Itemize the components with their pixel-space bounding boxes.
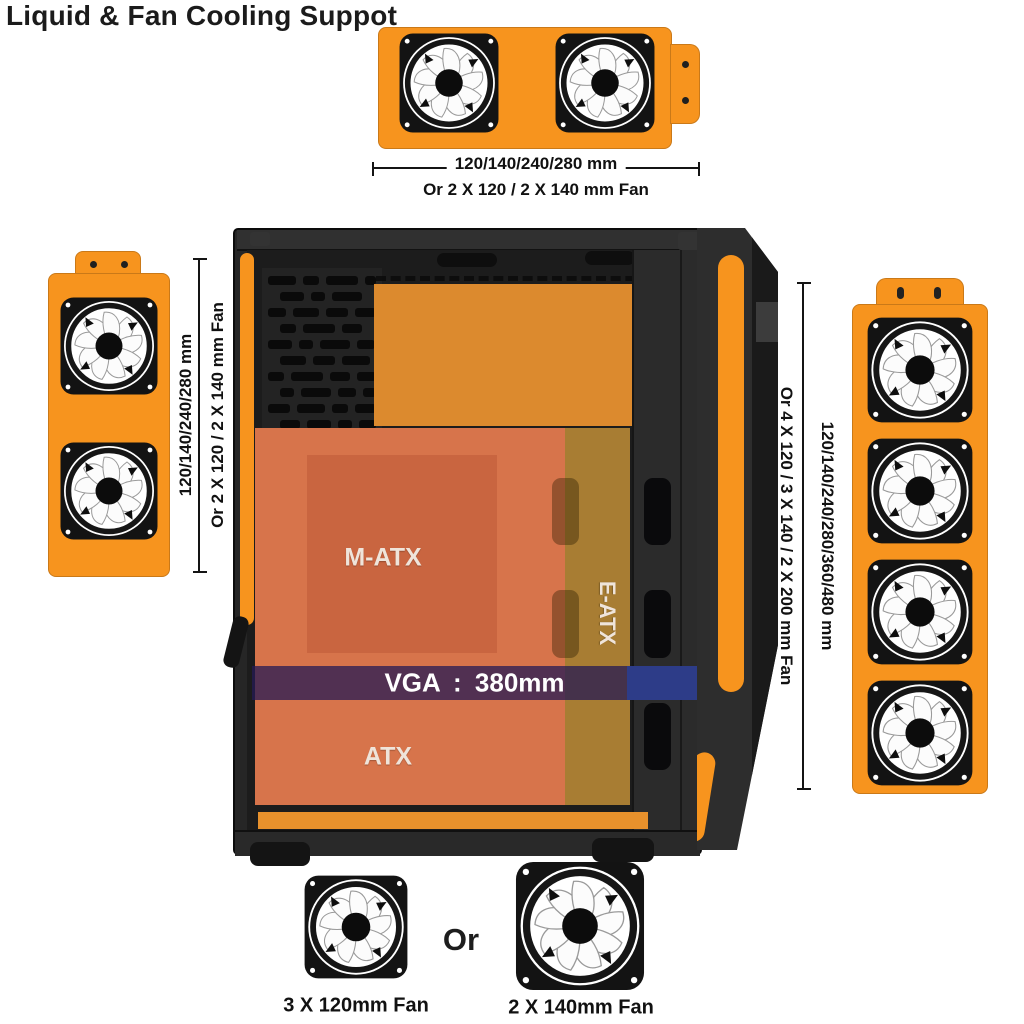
matx-zone-overlay bbox=[307, 455, 497, 653]
vga-band-segment bbox=[252, 666, 630, 700]
screw-bracket-icon bbox=[678, 232, 700, 250]
port-hole-icon bbox=[90, 261, 97, 268]
or-label: Or bbox=[442, 922, 480, 957]
port-hole-icon bbox=[682, 61, 689, 68]
left-radiator-port-tab bbox=[75, 251, 141, 277]
left-radiator-size-label: 120/140/240/280 mm bbox=[176, 333, 195, 497]
fan-icon bbox=[303, 874, 409, 980]
fan-icon bbox=[866, 558, 974, 666]
page-title: Liquid & Fan Cooling Suppot bbox=[6, 0, 398, 31]
cable-grommet bbox=[552, 478, 579, 545]
top-radiator-zone-overlay bbox=[374, 284, 646, 426]
front-accent-strip bbox=[718, 255, 744, 692]
interior-frame-line bbox=[680, 250, 682, 838]
port-hole-icon bbox=[897, 287, 904, 299]
vga-band-segment bbox=[627, 666, 697, 700]
vga-clearance-label: VGA : 380mm bbox=[384, 667, 565, 698]
vent-grille bbox=[262, 268, 382, 448]
bottom-left-fan-label: 3 X 120mm Fan bbox=[283, 994, 429, 1017]
left-radiator-fan-label: Or 2 X 120 / 2 X 140 mm Fan bbox=[208, 302, 227, 528]
matx-zone-label: M-ATX bbox=[344, 543, 422, 572]
fan-icon bbox=[866, 437, 974, 545]
bottom-right-fan-label: 2 X 140mm Fan bbox=[508, 996, 654, 1019]
port-hole-icon bbox=[934, 287, 941, 299]
screw-bracket-icon bbox=[250, 232, 270, 246]
top-vent-slot bbox=[585, 251, 635, 265]
right-radiator-fan-label: Or 4 X 120 / 3 X 140 / 2 X 200 mm Fan bbox=[777, 386, 796, 686]
left-dimension-line bbox=[193, 258, 207, 573]
right-radiator-size-label: 120/140/240/280/360/480 mm bbox=[818, 421, 837, 651]
top-radiator-fan-label: Or 2 X 120 / 2 X 140 mm Fan bbox=[423, 180, 649, 199]
cable-grommet bbox=[552, 590, 579, 658]
fan-icon bbox=[59, 441, 159, 541]
top-radiator-port-tab bbox=[670, 44, 700, 124]
fan-icon bbox=[554, 32, 656, 134]
fan-icon bbox=[866, 679, 974, 787]
top-vent-slot bbox=[437, 253, 497, 267]
fan-icon bbox=[59, 296, 159, 396]
cable-grommet bbox=[644, 590, 671, 658]
left-accent-strip bbox=[240, 253, 254, 625]
case-top-frame bbox=[237, 230, 698, 251]
port-hole-icon bbox=[121, 261, 128, 268]
bezel-chamfer bbox=[756, 302, 778, 342]
eatx-zone-label: E-ATX bbox=[595, 580, 620, 646]
fan-icon bbox=[514, 860, 646, 992]
vga-clearance-band: VGA : 380mm bbox=[252, 666, 697, 700]
fan-icon bbox=[398, 32, 500, 134]
cable-grommet bbox=[644, 703, 671, 770]
bottom-accent-strip bbox=[258, 812, 648, 829]
case-foot bbox=[592, 838, 654, 862]
top-mount-dashed-line bbox=[376, 276, 694, 281]
port-hole-icon bbox=[682, 97, 689, 104]
atx-zone-label: ATX bbox=[363, 742, 413, 771]
fan-icon bbox=[866, 316, 974, 424]
top-radiator-size-label: 120/140/240/280 mm bbox=[446, 154, 626, 174]
right-radiator-port-tab bbox=[876, 278, 964, 306]
right-dimension-line bbox=[797, 282, 811, 790]
case-foot bbox=[250, 842, 310, 866]
cable-grommet bbox=[644, 478, 671, 545]
eatx-zone-overlay bbox=[565, 428, 630, 805]
